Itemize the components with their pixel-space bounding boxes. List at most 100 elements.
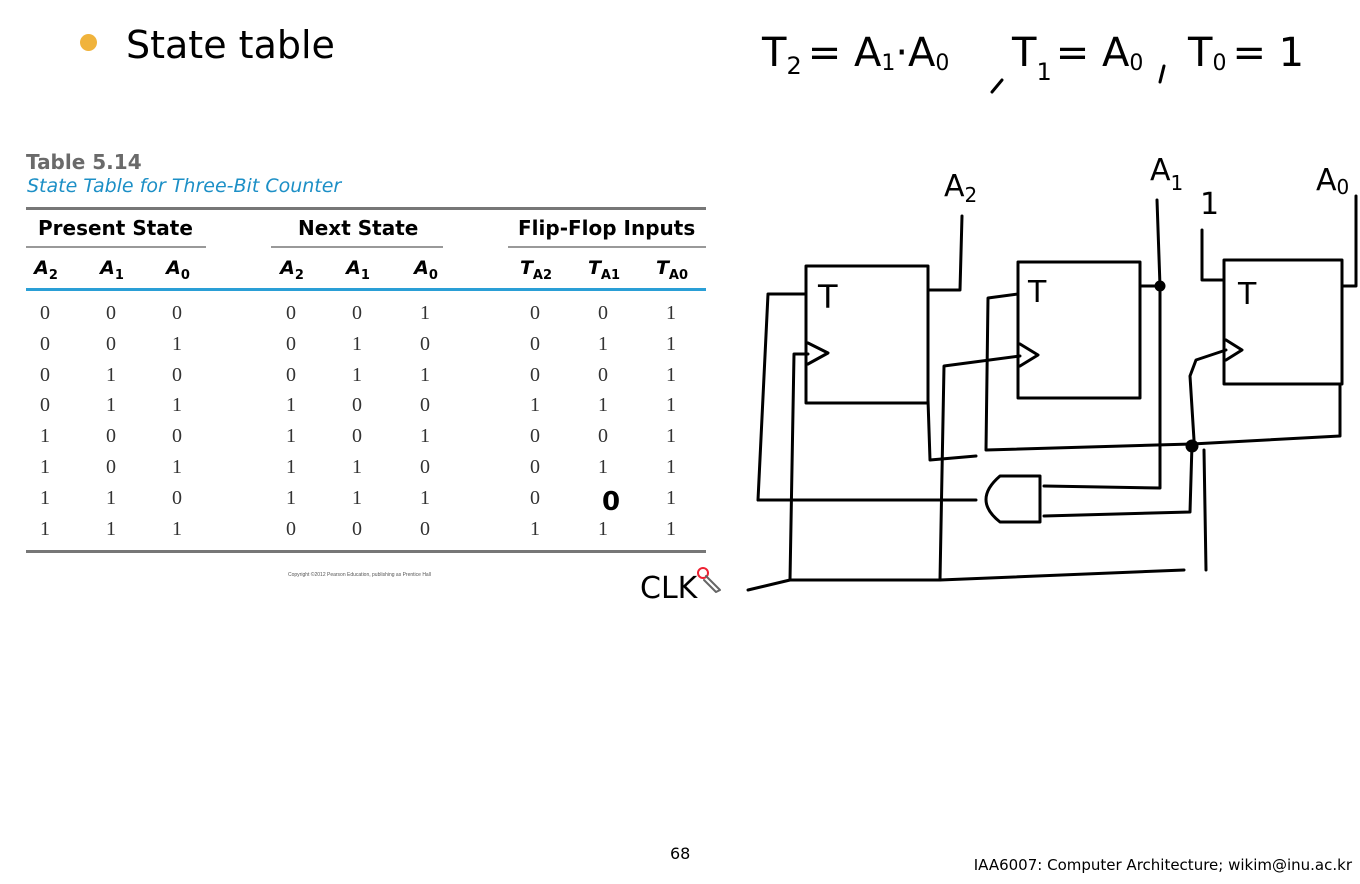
table-cell: 1	[286, 425, 296, 448]
table-cell: 0	[598, 363, 608, 386]
table-cell: 1	[106, 394, 116, 417]
table-cell: 1	[352, 486, 362, 509]
table-cell: 1	[286, 394, 296, 417]
table-cell: 0	[106, 456, 116, 478]
wire-clk-ff-a2	[788, 352, 810, 582]
eq-t0: T0= 1	[1187, 30, 1304, 76]
table-cell: 0	[530, 302, 540, 324]
table-cell: 0	[598, 425, 608, 448]
label-a0-out: A0	[1316, 163, 1349, 199]
wire-a0-out	[1340, 194, 1358, 288]
table-cell: 1	[106, 363, 116, 386]
table-cell: 0	[420, 394, 430, 417]
comma-1	[990, 78, 1004, 94]
table-cell: 1	[40, 456, 50, 478]
table-cell: 1	[106, 486, 116, 509]
column-header: A0	[414, 257, 438, 283]
group-header-inputs: Flip-Flop Inputs	[518, 216, 696, 240]
wire-clk-ff-a0	[1188, 348, 1228, 442]
table-cell: 0	[286, 332, 296, 355]
table-cell: 0	[40, 302, 50, 324]
group-header-next: Next State	[298, 216, 419, 240]
table-cell: 0	[530, 363, 540, 386]
table-cell: 1	[106, 517, 116, 540]
table-cell: 0	[172, 363, 182, 386]
slide-title: State table	[126, 23, 335, 67]
table-cell: 1	[666, 332, 676, 355]
table-cell: 0	[286, 363, 296, 386]
table-cell: 1	[598, 517, 608, 540]
table-cell: 0	[352, 302, 362, 324]
table-number: Table 5.14	[26, 150, 142, 174]
label-a1-out: A1	[1150, 153, 1183, 195]
and-gate	[984, 474, 1042, 524]
table-cell: 0	[40, 394, 50, 417]
table-cell: 1	[286, 456, 296, 478]
table-cell: 1	[666, 425, 676, 448]
equations: T2= A1·A0 T1= A0 T0= 1	[761, 30, 1304, 86]
label-const-one: 1	[1200, 187, 1219, 222]
table-cell: 0	[106, 302, 116, 324]
column-header: A2	[280, 257, 304, 283]
column-header: TA2	[519, 257, 553, 283]
table-cell: 0	[106, 332, 116, 355]
column-header: A2	[34, 257, 58, 283]
table-cell: 0	[530, 425, 540, 448]
flip-flop-a2	[804, 264, 930, 405]
table-cell: 1	[666, 517, 676, 540]
clock-marker-a1	[1018, 342, 1040, 368]
table-cell: 1	[172, 394, 182, 417]
table-cell: 0	[530, 486, 540, 509]
table-cell: 1	[420, 302, 430, 324]
wire-ff-a0-down	[1202, 448, 1208, 572]
table-cell: 0	[40, 332, 50, 355]
table-bottom-rule	[26, 550, 706, 553]
table-cell: 1	[286, 486, 296, 509]
table-cell: 1	[172, 332, 182, 355]
wire-a2-loop	[926, 398, 978, 462]
column-header: A1	[100, 257, 124, 283]
group-rule-inputs	[508, 246, 706, 248]
table-cell: 1	[666, 456, 676, 478]
table-cell: 1	[598, 456, 608, 478]
table-caption: State Table for Three-Bit Counter	[27, 175, 342, 197]
table-cell: 0	[106, 425, 116, 448]
table-cell: 1	[666, 486, 676, 509]
table-cell: 0	[420, 517, 430, 540]
eq-t1: T1= A0	[1011, 30, 1143, 86]
column-header: A0	[166, 257, 190, 283]
group-header-present: Present State	[38, 216, 193, 240]
wire-t1-in	[984, 292, 1194, 452]
table-cell: 1	[666, 363, 676, 386]
bullet-icon	[80, 34, 97, 51]
clock-marker-a0	[1224, 338, 1244, 362]
table-cell: 1	[172, 456, 182, 478]
slide-footer: IAA6007: Computer Architecture; wikim@in…	[973, 856, 1352, 874]
wire-clk-ff-a1	[938, 354, 1022, 582]
ff-label-a1: T	[1027, 275, 1047, 310]
pen-cursor-icon	[697, 567, 721, 593]
page-number: 68	[670, 844, 691, 863]
column-header: A1	[346, 257, 370, 283]
wire-const-one	[1200, 228, 1226, 282]
table-cell: 1	[172, 517, 182, 540]
table-cell: 0	[40, 363, 50, 386]
table-cell: 1	[40, 517, 50, 540]
table-cell: 1	[40, 486, 50, 509]
table-top-rule	[26, 207, 706, 210]
table-cell: 0	[352, 394, 362, 417]
table-cell: 0	[352, 425, 362, 448]
table-cell: 0	[420, 456, 430, 478]
table-cell: 0	[530, 456, 540, 478]
wire-a1-to-gate	[1042, 288, 1162, 490]
table-cell: 0	[172, 425, 182, 448]
group-rule-next	[271, 246, 443, 248]
table-cell: 1	[352, 363, 362, 386]
table-cell: 0	[352, 517, 362, 540]
column-header: TA0	[655, 257, 689, 283]
table-cell: 0	[286, 302, 296, 324]
table-cell: 1	[420, 363, 430, 386]
table-cell: 0	[530, 332, 540, 355]
flip-flop-a0	[1222, 258, 1344, 386]
wire-a1-out	[1138, 198, 1162, 288]
